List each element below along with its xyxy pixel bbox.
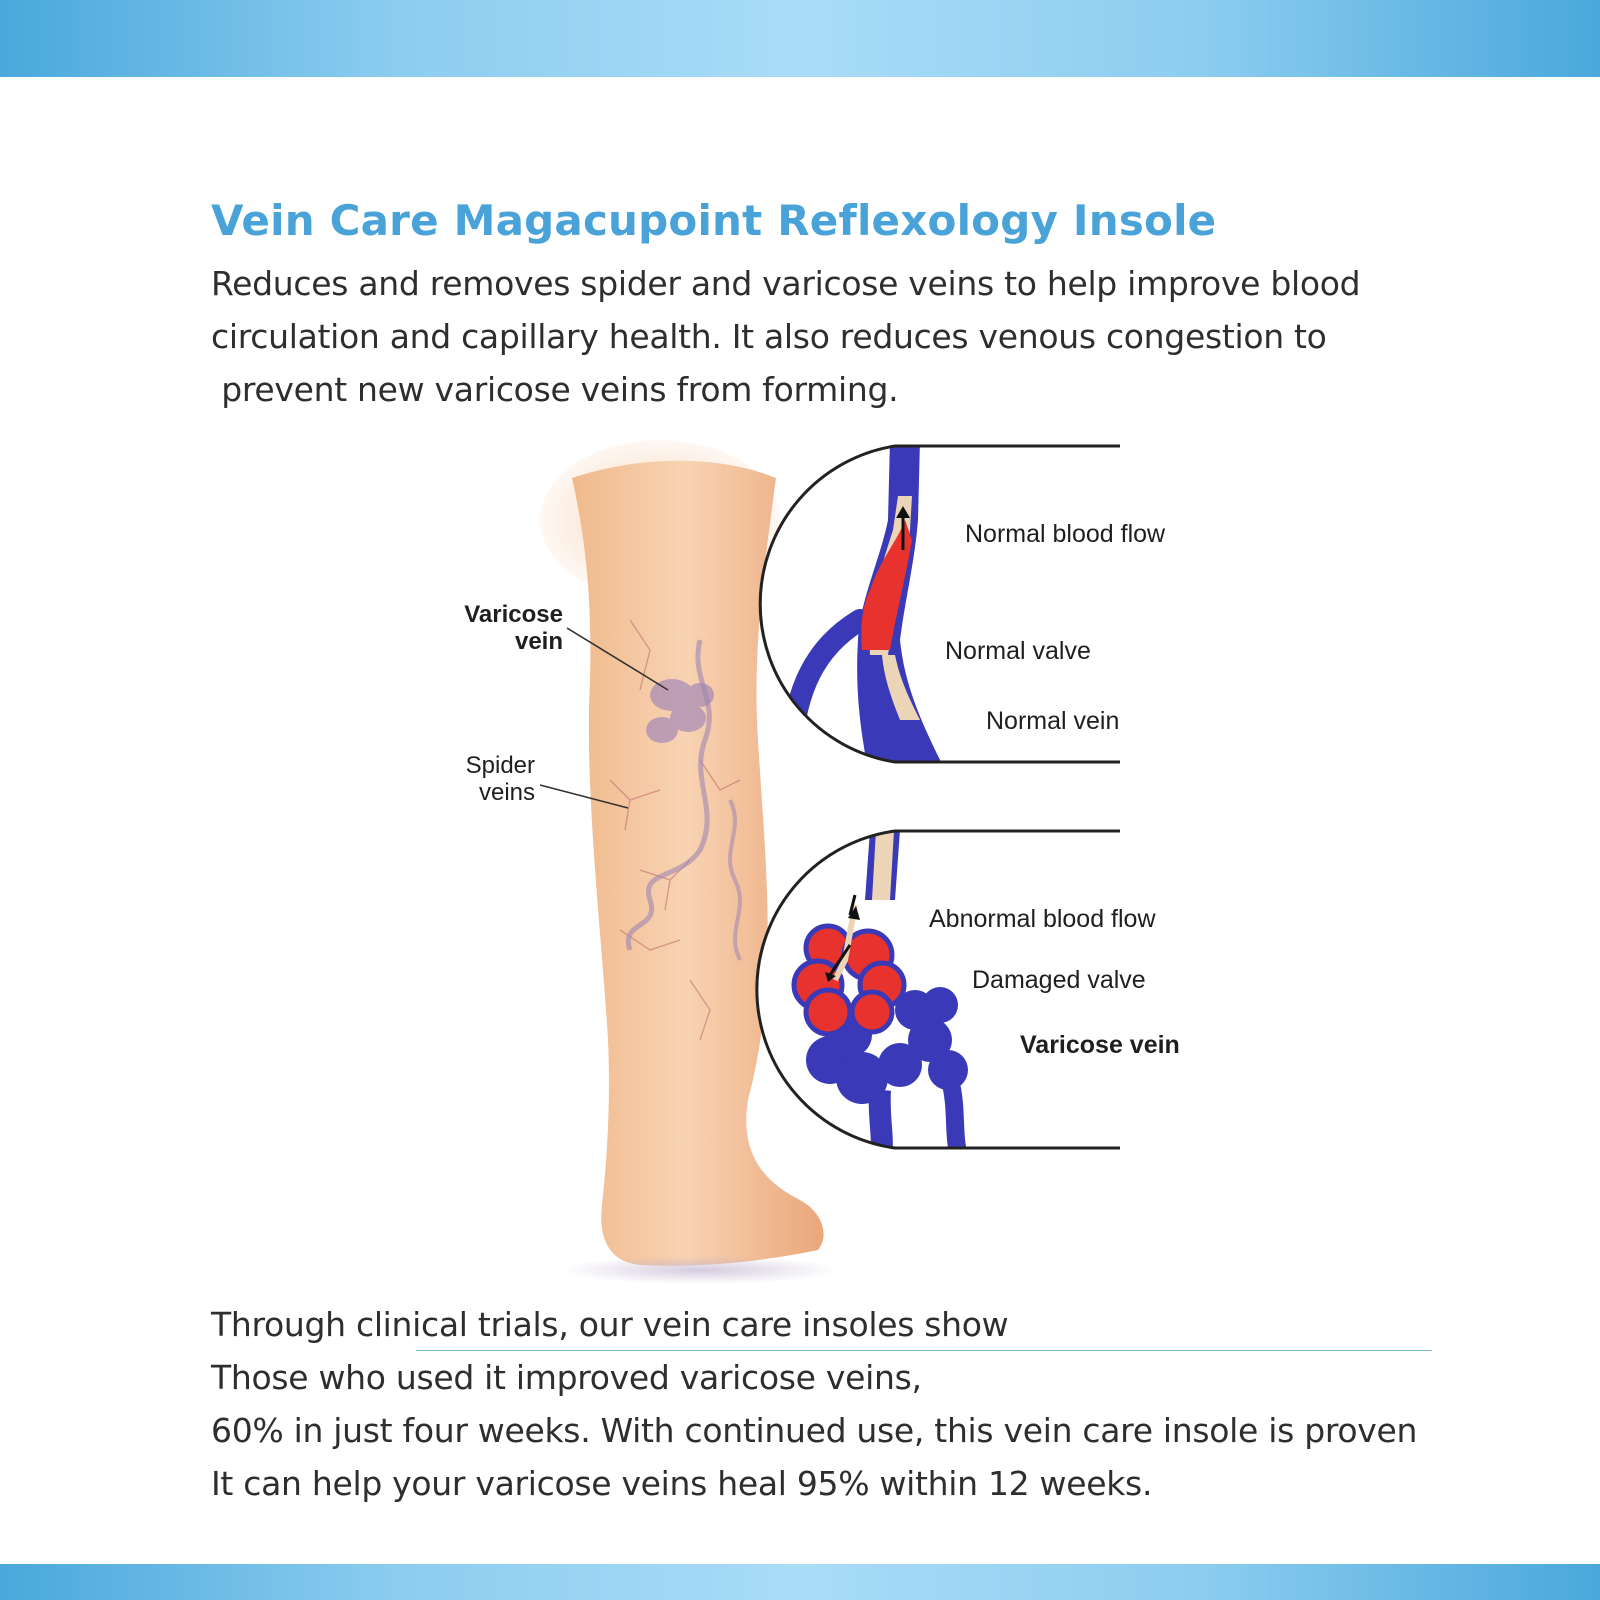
leg-label-varicose: Varicose (464, 601, 563, 628)
bottom-color-band (0, 1564, 1600, 1600)
outro-text: Through clinical trials, our vein care i… (211, 1298, 1417, 1510)
leg-illustration (540, 440, 840, 1284)
intro-line: Reduces and removes spider and varicose … (211, 264, 1361, 303)
leg-label-spider: veins (479, 779, 535, 806)
divider-line (416, 1350, 1432, 1351)
normal-vein-panel (758, 444, 1120, 764)
intro-text: Reduces and removes spider and varicose … (211, 257, 1361, 416)
outro-line: Through clinical trials, our vein care i… (211, 1305, 1009, 1344)
label-damaged-valve: Damaged valve (972, 966, 1146, 994)
top-color-band (0, 0, 1600, 77)
label-normal-flow: Normal blood flow (965, 520, 1166, 548)
label-normal-vein: Normal vein (986, 707, 1119, 735)
leg-label-spider: Spider (466, 752, 535, 779)
label-normal-valve: Normal valve (945, 637, 1091, 665)
varicose-vein-panel (755, 829, 1120, 1150)
outro-line: It can help your varicose veins heal 95%… (211, 1464, 1153, 1503)
label-abnormal-flow: Abnormal blood flow (929, 905, 1156, 933)
label-varicose-vein: Varicose vein (1020, 1031, 1180, 1059)
page-title: Vein Care Magacupoint Reflexology Insole (211, 196, 1217, 245)
leg-label-varicose: vein (515, 628, 563, 655)
outro-line: Those who used it improved varicose vein… (211, 1358, 922, 1397)
intro-line: circulation and capillary health. It als… (211, 317, 1327, 356)
intro-line: prevent new varicose veins from forming. (211, 370, 899, 409)
outro-line: 60% in just four weeks. With continued u… (211, 1411, 1418, 1450)
